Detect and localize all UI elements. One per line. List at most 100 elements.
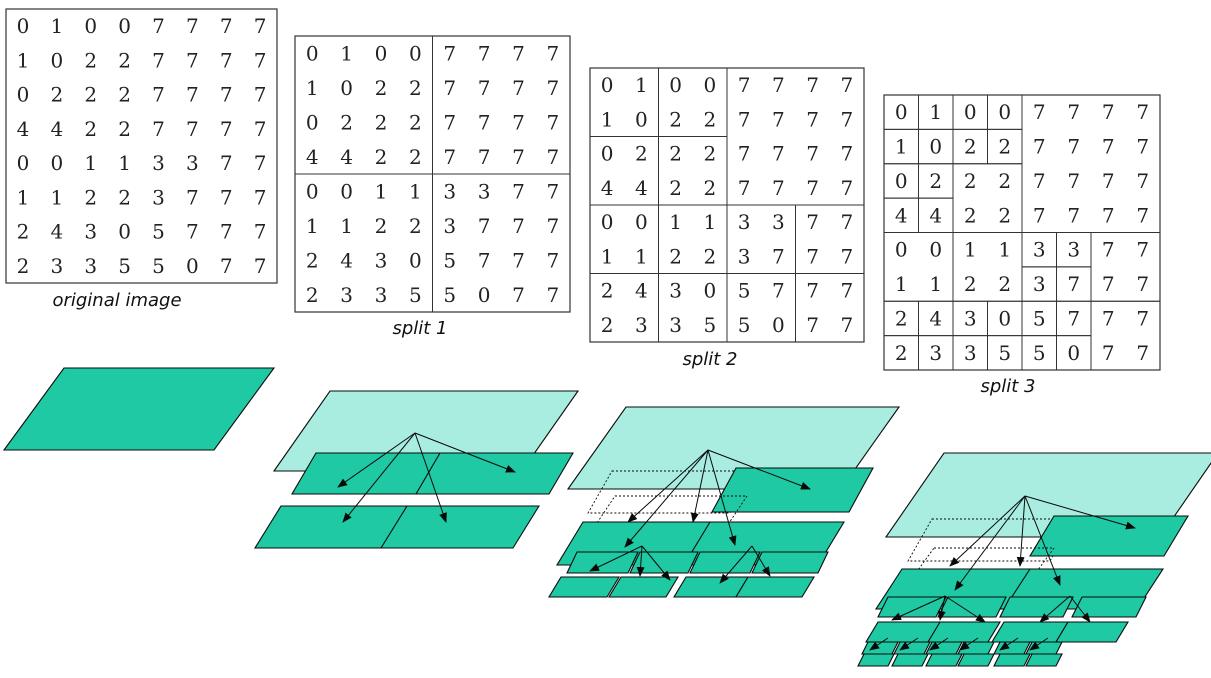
pixel-value: 7 — [254, 48, 267, 72]
pixel-value: 2 — [409, 145, 422, 169]
child-arrow — [719, 545, 753, 584]
pixel-value: 2 — [669, 142, 682, 166]
pixel-value: 1 — [601, 107, 614, 131]
pixel-value: 2 — [635, 142, 648, 166]
pixel-value: 7 — [1136, 135, 1149, 159]
pixel-value: 7 — [254, 220, 267, 244]
leaf-tile — [608, 576, 679, 598]
pixel-value: 4 — [895, 203, 908, 227]
pixel-value: 1 — [998, 238, 1011, 262]
pixel-value: 4 — [50, 220, 63, 244]
pixel-value: 2 — [895, 341, 908, 365]
pixel-value: 5 — [152, 254, 165, 278]
pixel-value: 5 — [443, 283, 456, 307]
pixel-value: 7 — [1136, 238, 1149, 262]
panel-caption: split 1 — [392, 318, 447, 339]
pixel-value: 3 — [50, 254, 63, 278]
pixel-value: 7 — [512, 179, 525, 203]
pixel-value: 1 — [929, 100, 942, 124]
pixel-value: 5 — [1033, 341, 1046, 365]
pixel-value: 3 — [84, 254, 97, 278]
pixel-value: 7 — [841, 313, 854, 337]
pixel-value: 1 — [340, 41, 353, 65]
pixel-value: 0 — [50, 151, 63, 175]
child-arrow — [959, 637, 979, 651]
pixel-value: 2 — [998, 169, 1011, 193]
pixel-value: 7 — [478, 214, 491, 238]
pixel-value: 7 — [546, 145, 559, 169]
pixel-value: 4 — [340, 248, 353, 272]
pixel-value: 2 — [704, 142, 717, 166]
pixel-value: 0 — [118, 220, 131, 244]
pixel-value: 3 — [929, 341, 942, 365]
leaf-tile — [1055, 621, 1129, 643]
split-block — [795, 273, 865, 343]
child-arrow — [891, 595, 946, 621]
pixel-value: 1 — [895, 135, 908, 159]
split-block — [1090, 300, 1161, 371]
child-arrow — [999, 637, 1019, 651]
pixel-value: 2 — [409, 76, 422, 100]
child-tile — [415, 452, 574, 495]
quadtree-hierarchy — [2, 367, 1211, 667]
pixel-value: 0 — [635, 210, 648, 234]
child-arrow — [899, 637, 919, 651]
pixel-value: 7 — [841, 244, 854, 268]
pixel-value: 0 — [17, 83, 30, 107]
pixel-value: 4 — [929, 203, 942, 227]
pixel-value: 0 — [601, 210, 614, 234]
child-tile — [1029, 515, 1189, 557]
pixel-value: 7 — [186, 14, 199, 38]
pixel-value: 7 — [772, 107, 785, 131]
child-tile — [711, 467, 874, 513]
pixel-value: 2 — [669, 244, 682, 268]
pixel-value: 4 — [929, 306, 942, 330]
pixel-value: 3 — [669, 313, 682, 337]
tree-level-2 — [548, 406, 901, 598]
child-arrow — [1024, 495, 1061, 586]
pixel-value: 7 — [220, 48, 233, 72]
pixel-value: 3 — [1067, 238, 1080, 262]
pixel-value: 7 — [841, 279, 854, 303]
pixel-value: 1 — [635, 244, 648, 268]
pixel-value: 1 — [409, 179, 422, 203]
pixel-value: 0 — [929, 238, 942, 262]
child-arrow — [1039, 595, 1071, 623]
pixel-value: 7 — [443, 41, 456, 65]
pixel-value: 1 — [17, 48, 30, 72]
pixel-value: 2 — [118, 117, 131, 141]
pixel-value: 5 — [998, 341, 1011, 365]
pixel-value: 1 — [306, 76, 319, 100]
pixel-value: 2 — [704, 107, 717, 131]
pixel-value: 7 — [806, 73, 819, 97]
pixel-value: 7 — [806, 176, 819, 200]
pixel-value: 2 — [998, 272, 1011, 296]
leaf-tile-small — [1025, 641, 1063, 655]
pixel-value: 7 — [443, 110, 456, 134]
pixel-value: 7 — [1102, 100, 1115, 124]
leaf-tile-small — [957, 653, 995, 667]
pixel-value: 1 — [895, 272, 908, 296]
pixel-value: 7 — [254, 14, 267, 38]
pixel-value: 2 — [306, 248, 319, 272]
pixel-value: 1 — [17, 185, 30, 209]
pixel-value: 2 — [964, 272, 977, 296]
pixel-value: 1 — [118, 151, 131, 175]
pixel-value: 1 — [50, 185, 63, 209]
leaf-tile — [629, 551, 699, 574]
child-arrow — [944, 595, 986, 623]
root-tile — [2, 367, 276, 451]
leaf-tile — [689, 551, 761, 574]
child-arrow — [937, 595, 946, 621]
pixel-value: 3 — [375, 283, 388, 307]
pixel-value: 7 — [220, 14, 233, 38]
pixel-value: 0 — [17, 151, 30, 175]
pixel-value: 2 — [704, 176, 717, 200]
pixel-value: 0 — [478, 283, 491, 307]
pixel-value: 7 — [254, 185, 267, 209]
pixel-value: 7 — [220, 117, 233, 141]
tree-level-0 — [2, 367, 276, 451]
pixel-value: 0 — [669, 73, 682, 97]
tree-level-3 — [857, 452, 1211, 667]
